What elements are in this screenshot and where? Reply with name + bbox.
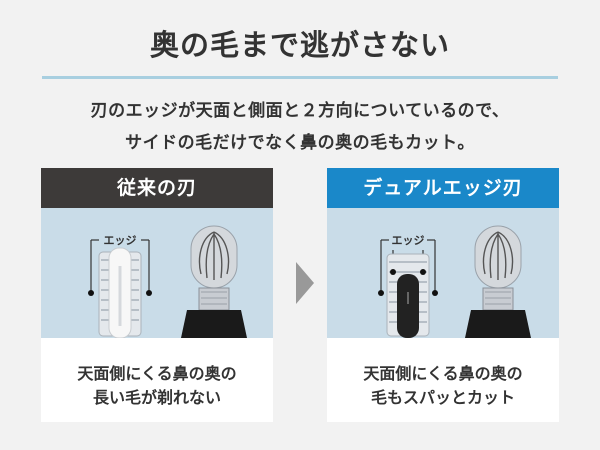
conventional-caption-line-1: 天面側にくる鼻の奥の: [77, 364, 237, 383]
conventional-blade-panel: 従来の刃 エッジ 天面側にくる鼻の奥の 長い毛が剃れな: [41, 168, 273, 422]
dual-edge-caption-line-1: 天面側にくる鼻の奥の: [363, 364, 523, 383]
dual-edge-blade-caption: 天面側にくる鼻の奥の 毛もスパッとカット: [327, 338, 559, 422]
conventional-blade-caption: 天面側にくる鼻の奥の 長い毛が剃れない: [41, 338, 273, 422]
description-line-2: サイドの毛だけでなく鼻の奥の毛もカット。: [125, 133, 475, 153]
title-underline: [42, 76, 558, 79]
dual-edge-blade-svg: エッジ: [378, 225, 531, 338]
description-line-1: 刃のエッジが天面と側面と２方向についているので、: [90, 101, 510, 121]
conventional-caption-line-2: 長い毛が剃れない: [92, 388, 221, 407]
conventional-blade-svg: エッジ: [88, 225, 247, 338]
page-title: 奥の毛まで逃がさない: [149, 28, 450, 62]
comparison-arrow-icon: [296, 262, 314, 304]
dual-edge-blade-heading: デュアルエッジ刃: [327, 168, 559, 208]
conventional-edge-label: エッジ: [104, 234, 137, 247]
dual-edge-label: エッジ: [392, 234, 425, 247]
dual-edge-blade-panel: デュアルエッジ刃 エッジ: [327, 168, 559, 422]
dual-edge-blade-illustration: エッジ: [327, 208, 559, 338]
conventional-blade-illustration: エッジ: [41, 208, 273, 338]
conventional-blade-heading: 従来の刃: [41, 168, 273, 208]
dual-edge-caption-line-2: 毛もスパッとカット: [370, 388, 515, 407]
